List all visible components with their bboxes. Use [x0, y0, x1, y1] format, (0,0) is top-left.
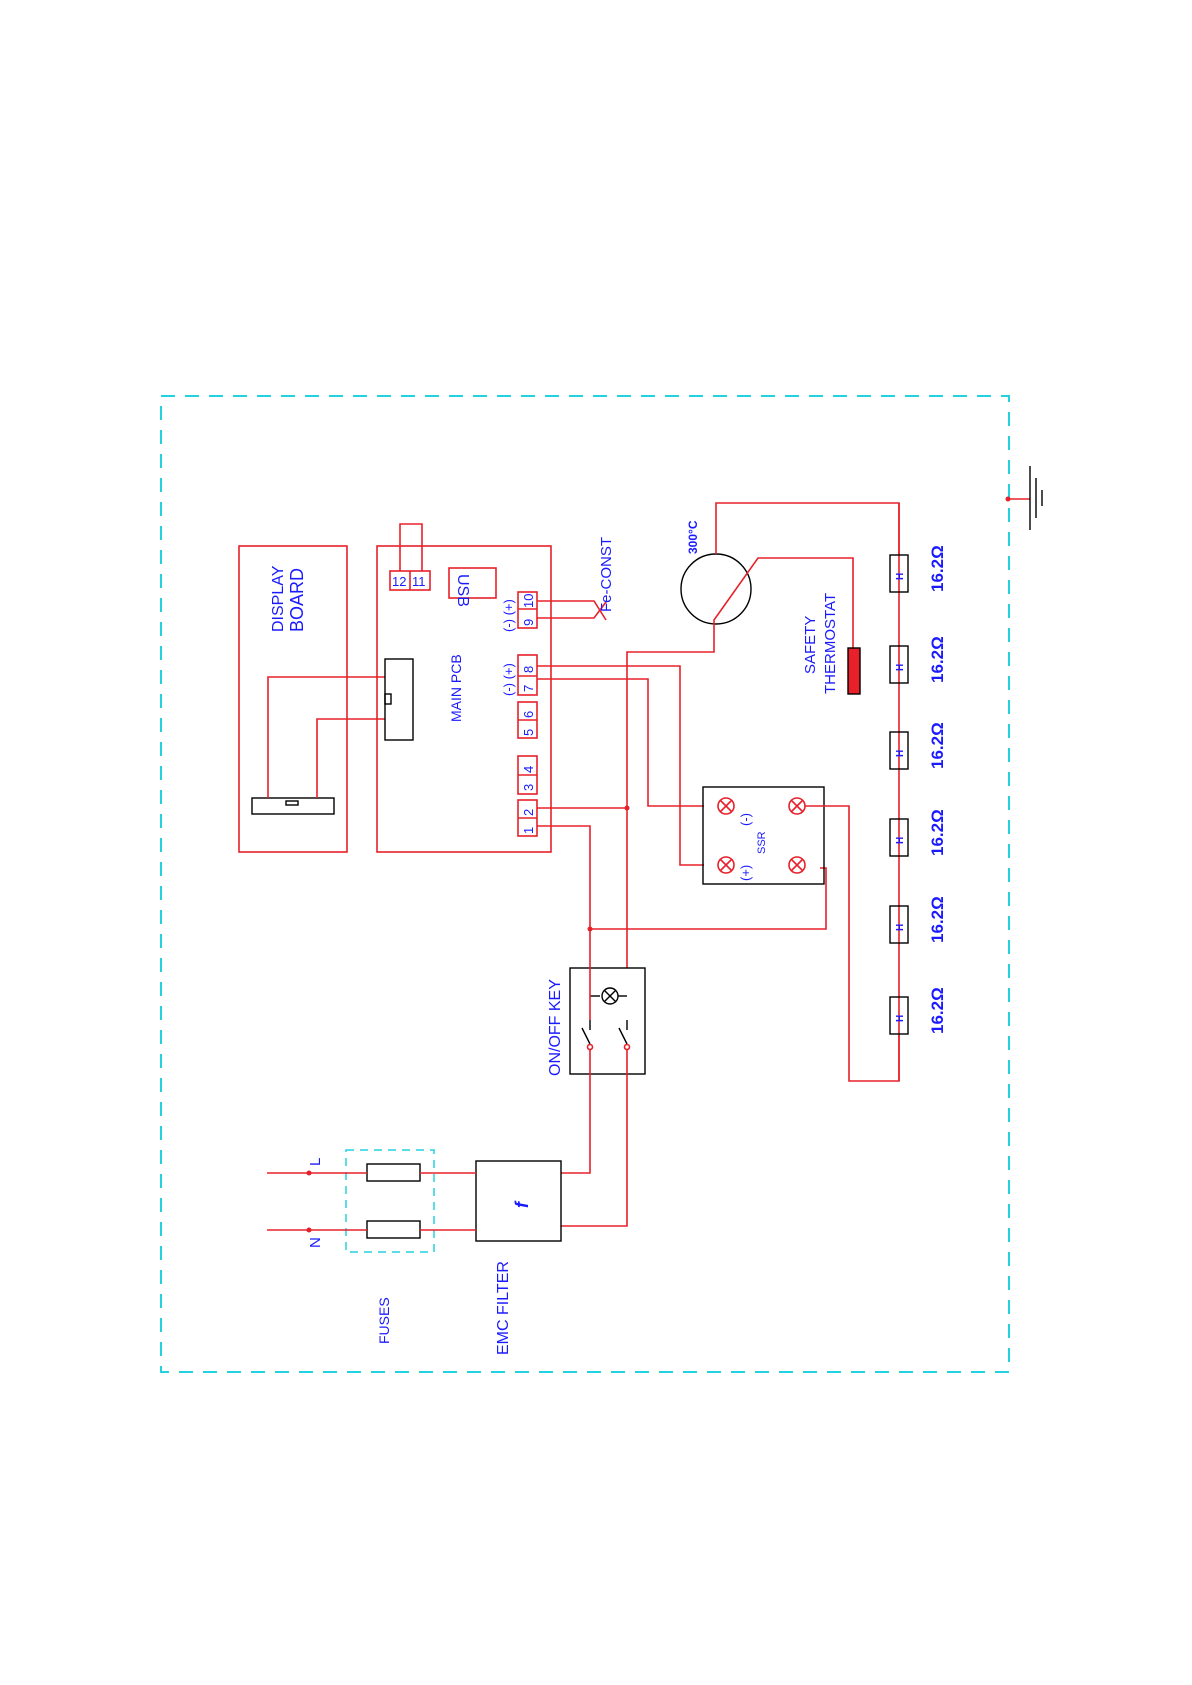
svg-text:12: 12 [392, 574, 406, 589]
svg-text:2: 2 [521, 809, 536, 816]
fuse-L [367, 1164, 420, 1181]
safety-thermostat [848, 648, 860, 694]
thermostat-300 [681, 554, 751, 624]
lamp-icon [590, 988, 627, 1004]
onoff-key-label: ON/OFF KEY [547, 979, 564, 1076]
svg-text:10: 10 [521, 594, 536, 608]
display-board-label-1: DISPLAY [270, 565, 287, 632]
terminal-9-10: 9 10 [518, 592, 537, 628]
svg-text:16.2Ω: 16.2Ω [928, 636, 947, 683]
svg-text:8: 8 [521, 666, 536, 673]
thermostat-temp-label: 300°C [686, 520, 700, 554]
terminal-12-11: 12 11 [390, 524, 430, 590]
svg-text:H: H [895, 1015, 906, 1022]
svg-text:1: 1 [521, 827, 536, 834]
ssr-label: SSR [756, 831, 768, 854]
emc-filter-label: EMC FILTER [495, 1261, 512, 1355]
terminal-3-4: 3 4 [518, 756, 537, 794]
svg-text:H: H [895, 573, 906, 580]
ssr-plus: (+) [738, 865, 753, 881]
svg-text:H: H [895, 664, 906, 671]
svg-text:9: 9 [521, 619, 536, 626]
fuses-label: FUSES [376, 1297, 392, 1344]
switch-contact-icon [582, 1020, 630, 1050]
svg-text:H: H [895, 750, 906, 757]
safety-label-2: THERMOSTAT [822, 593, 839, 694]
terminal-1-2: 1 2 [518, 800, 537, 836]
emc-filter [476, 1161, 561, 1241]
line-L-label: L [307, 1158, 324, 1166]
fuse-N [367, 1221, 420, 1238]
svg-text:5: 5 [521, 729, 536, 736]
main-pcb-label: MAIN PCB [448, 654, 464, 722]
pcb-connector [385, 659, 413, 740]
fuse-holder [346, 1150, 434, 1252]
svg-text:16.2Ω: 16.2Ω [928, 896, 947, 943]
svg-text:3: 3 [521, 784, 536, 791]
filter-symbol: f [512, 1200, 532, 1208]
polarity-9-10: (-) (+) [501, 599, 516, 632]
polarity-7-8: (-) (+) [501, 663, 516, 696]
terminal-7-8: 7 8 [518, 655, 537, 695]
svg-text:16.2Ω: 16.2Ω [928, 987, 947, 1034]
safety-label-1: SAFETY [802, 616, 819, 674]
svg-text:4: 4 [521, 766, 536, 773]
svg-text:11: 11 [412, 574, 426, 589]
svg-text:16.2Ω: 16.2Ω [928, 722, 947, 769]
svg-text:H: H [895, 924, 906, 931]
svg-text:16.2Ω: 16.2Ω [928, 809, 947, 856]
onoff-key[interactable] [570, 968, 645, 1074]
svg-text:16.2Ω: 16.2Ω [928, 545, 947, 592]
svg-text:H: H [895, 837, 906, 844]
terminal-5-6: 5 6 [518, 702, 537, 738]
display-board-label-2: BOARD [287, 568, 307, 632]
svg-text:7: 7 [521, 685, 536, 692]
ground-icon [1006, 466, 1043, 530]
line-N-label: N [307, 1237, 324, 1248]
usb-label: USB [454, 574, 471, 607]
thermocouple-label: Fe-CONST [598, 537, 615, 612]
ssr-minus: (-) [738, 813, 753, 826]
svg-text:6: 6 [521, 711, 536, 718]
